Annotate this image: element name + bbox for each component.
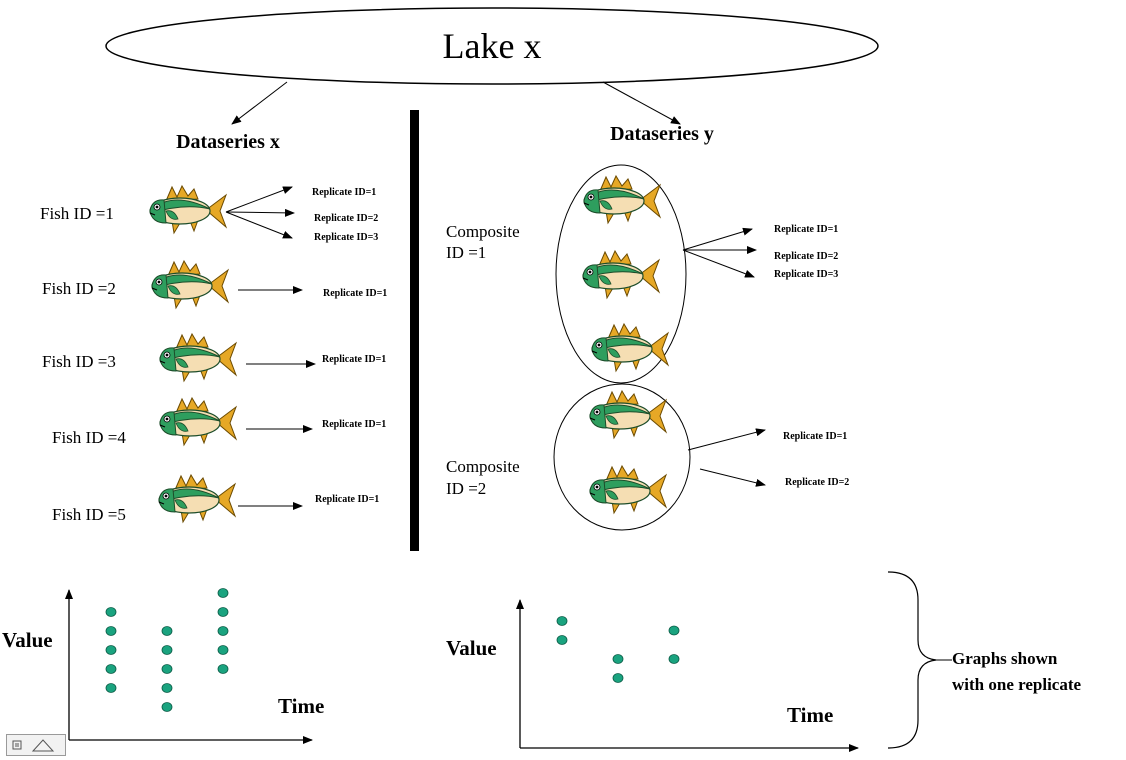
replicate-label: Replicate ID=2: [774, 251, 838, 262]
composite-ellipse-1: [555, 164, 687, 384]
replicate-label: Replicate ID=1: [315, 494, 379, 505]
data-point: [105, 683, 117, 693]
fish-label-4: Fish ID =4: [52, 428, 126, 447]
x-axis-label: Time: [278, 694, 324, 718]
replicate-label: Replicate ID=3: [774, 269, 838, 280]
replicate-label: Replicate ID=2: [785, 477, 849, 488]
fish-icon: [159, 333, 237, 382]
replicate-label: Replicate ID=1: [312, 187, 376, 198]
series-y-title: Dataseries y: [610, 123, 714, 145]
data-point: [668, 654, 680, 664]
data-point: [217, 645, 229, 655]
x-axis-label: Time: [787, 703, 833, 727]
slide-icon: [12, 740, 22, 750]
replicate-arrow: [687, 428, 766, 451]
replicate-arrow: [225, 186, 293, 213]
points-right: [556, 616, 680, 683]
series-divider: [410, 110, 419, 551]
replicate-arrow: [225, 208, 295, 217]
fish-icon: [583, 175, 661, 224]
series-x-title: Dataseries x: [176, 131, 280, 153]
data-point: [161, 645, 173, 655]
composite-label-1-line1: Composite: [446, 222, 520, 241]
fish-icon: [589, 390, 667, 439]
replicate-arrow: [225, 211, 293, 239]
replicate-arrow: [682, 249, 755, 278]
data-point: [217, 607, 229, 617]
composite-ellipse-2: [553, 383, 691, 531]
composite-label-2-line2: ID =2: [446, 479, 486, 498]
triangle-icon: [31, 739, 55, 752]
graph-right: Value Time: [446, 599, 859, 752]
points-left: [105, 588, 229, 712]
replicate-arrow: [682, 227, 753, 251]
fish-icon: [159, 397, 237, 446]
replicate-label: Replicate ID=2: [314, 213, 378, 224]
fish-label-2: Fish ID =2: [42, 279, 116, 298]
replicate-label: Replicate ID=1: [322, 354, 386, 365]
data-point: [105, 626, 117, 636]
data-point: [217, 664, 229, 674]
toolbar-icons: [12, 739, 55, 752]
data-point: [612, 654, 624, 664]
fish-icon: [591, 323, 669, 372]
replicate-label: Replicate ID=3: [314, 232, 378, 243]
composite-label-1-line2: ID =1: [446, 243, 486, 262]
fish-label-3: Fish ID =3: [42, 352, 116, 371]
graphs-note-line1: Graphs shown: [952, 649, 1058, 668]
data-point: [105, 607, 117, 617]
fish-label-5: Fish ID =5: [52, 505, 126, 524]
lake-to-series-y-arrow: [602, 81, 681, 125]
data-point: [161, 702, 173, 712]
y-axis-label: Value: [446, 636, 497, 660]
replicate-label: Replicate ID=1: [323, 288, 387, 299]
data-point: [668, 625, 680, 636]
fish-label-1: Fish ID =1: [40, 204, 114, 223]
lake-to-series-x-arrow: [231, 81, 288, 125]
data-point: [161, 664, 173, 674]
fish-icon: [158, 474, 236, 523]
fish-icon: [149, 185, 227, 234]
replicate-arrow: [699, 468, 766, 487]
graphs-brace: [887, 571, 937, 749]
lake-label: Lake x: [443, 26, 542, 66]
data-point: [217, 588, 229, 598]
data-point: [161, 626, 173, 636]
data-point: [105, 664, 117, 674]
replicate-label: Replicate ID=1: [322, 419, 386, 430]
data-point: [556, 635, 568, 645]
graphs-note-line2: with one replicate: [952, 675, 1082, 694]
data-point: [105, 645, 117, 655]
data-point: [217, 626, 229, 636]
graph-left: Value Time: [2, 588, 324, 744]
replicate-label: Replicate ID=1: [783, 431, 847, 442]
lake-ellipse: [105, 7, 879, 85]
fish-icon: [589, 465, 667, 514]
data-point: [612, 673, 624, 683]
y-axis-label: Value: [2, 628, 53, 652]
data-point: [556, 616, 568, 626]
composite-label-2-line1: Composite: [446, 457, 520, 476]
fish-icon: [582, 250, 660, 299]
replicate-label: Replicate ID=1: [774, 224, 838, 235]
drawing-toolbar[interactable]: [6, 734, 66, 756]
data-point: [161, 683, 173, 693]
fish-icon: [151, 260, 229, 309]
